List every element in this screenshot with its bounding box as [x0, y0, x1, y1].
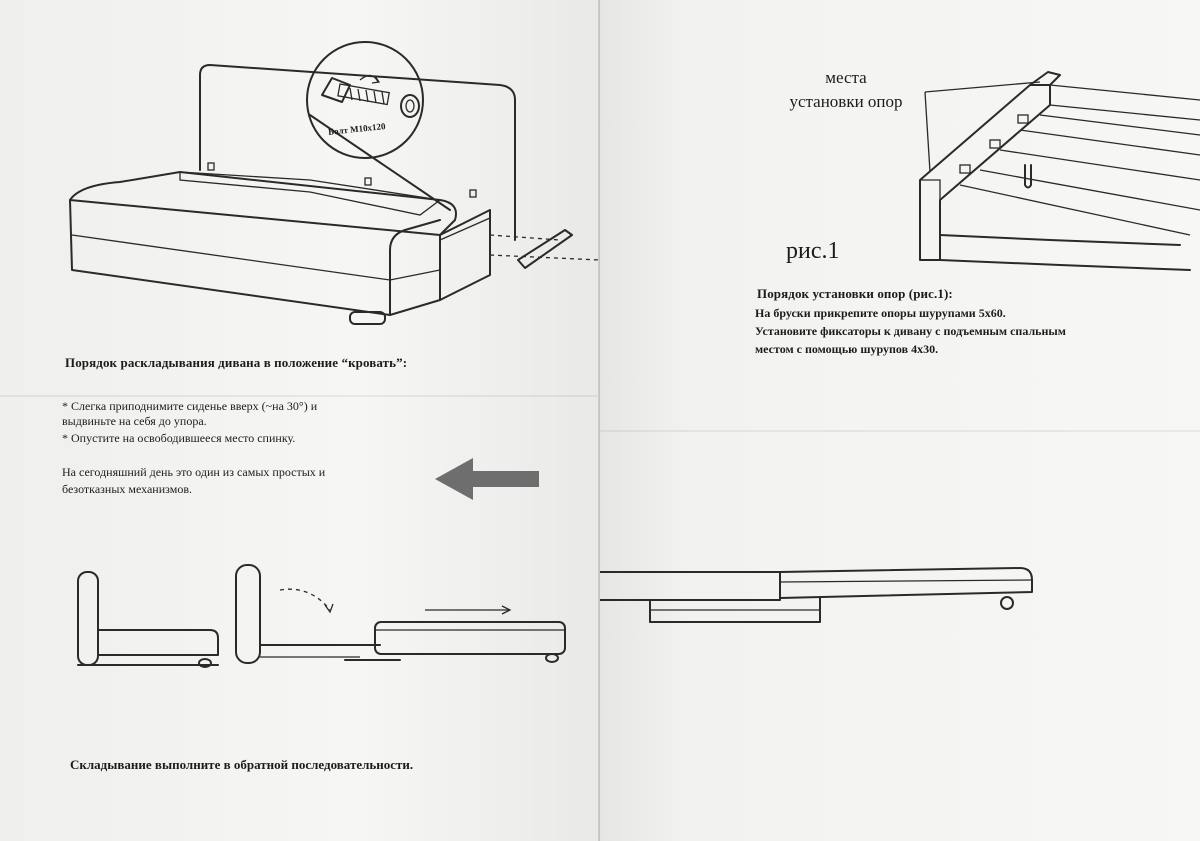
step-line-1: * Слегка приподнимите сиденье вверх (~на… [62, 399, 318, 413]
frame-support-illustration [919, 71, 1200, 271]
unfolded-bed-illustration [600, 567, 1033, 623]
install-instructions-title: Порядок установки опор (рис.1): [757, 286, 953, 301]
unfolding-sequence-left [77, 564, 566, 668]
sofa-storage-illustration [69, 41, 600, 325]
paper-crease [0, 395, 600, 397]
folding-note: Складывание выполните в обратной последо… [70, 757, 414, 772]
callout-line-1: места [825, 68, 867, 87]
figure-label: рис.1 [786, 238, 840, 264]
install-line-2: Установите фиксаторы к дивану с подъемны… [755, 324, 1066, 338]
note-line-2: безотказных механизмов. [62, 482, 192, 496]
install-line-3: местом с помощью шурупов 4x30. [755, 342, 939, 356]
step-line-2: выдвиньте на себя до упора. [62, 414, 207, 428]
install-line-1: На бруски прикрепите опоры шурупами 5x60… [755, 306, 1006, 320]
left-arrow-icon [435, 458, 539, 500]
paper-crease [600, 430, 1200, 432]
callout-line-2: установки опор [789, 92, 903, 111]
step-line-3: * Опустите на освободившееся место спинк… [62, 431, 296, 445]
unfold-instructions-title: Порядок раскладывания дивана в положение… [65, 355, 408, 370]
note-line-1: На сегодняшний день это один из самых пр… [62, 465, 326, 479]
right-page: места установки опор рис.1 Порядок устан… [600, 0, 1200, 841]
left-page: Болт M10x120 Порядок раскладывания диван… [0, 0, 600, 841]
